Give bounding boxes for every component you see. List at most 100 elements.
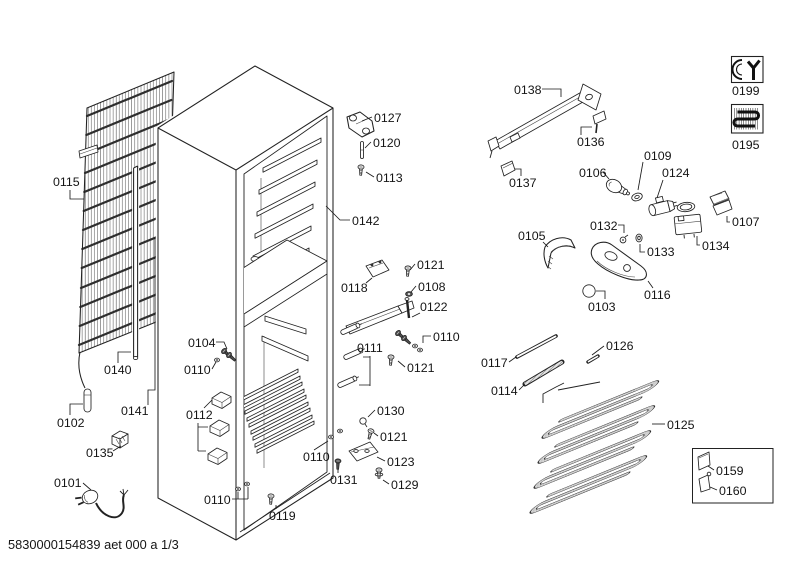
top-rail-0138 <box>487 83 602 159</box>
hinge-pin-0120 <box>360 141 364 159</box>
part-label-0118: 0118 <box>341 281 368 295</box>
knob-0103 <box>582 284 596 298</box>
part-number-labels: 0115014001410102013501010127012001130142… <box>53 83 760 523</box>
service-wrench-icon <box>731 59 761 80</box>
part-label-0113: 0113 <box>376 171 403 185</box>
part-label-0132: 0132 <box>590 219 618 233</box>
light-bulb-0106 <box>605 178 630 196</box>
suction-tube-0140 <box>132 165 140 361</box>
lamp-socket-0124 <box>648 195 678 217</box>
washer-0110 <box>412 343 418 349</box>
part-label-0134: 0134 <box>702 239 730 253</box>
screw-0131 <box>334 458 342 470</box>
part-label-0135: 0135 <box>86 446 114 460</box>
leader-lines <box>69 88 730 509</box>
compartment-divider <box>244 239 327 328</box>
part-label-0137: 0137 <box>509 176 537 190</box>
part-label-0109: 0109 <box>644 149 672 163</box>
part-label-0124: 0124 <box>662 166 690 180</box>
part-label-0115: 0115 <box>53 175 80 189</box>
part-label-0126: 0126 <box>606 339 634 353</box>
part-label-0129: 0129 <box>391 478 419 492</box>
plate-0137 <box>500 160 516 177</box>
part-label-0119: 0119 <box>269 509 296 523</box>
part-label-0195: 0195 <box>732 138 760 152</box>
terminal-block-0135 <box>111 430 129 449</box>
part-label-0101: 0101 <box>54 476 82 490</box>
label-plate-0159 <box>697 451 711 471</box>
rod-0114 <box>522 359 565 387</box>
washer-0110 <box>235 486 241 492</box>
washer-0110 <box>244 481 250 487</box>
part-label-0120: 0120 <box>373 136 401 150</box>
condenser-coil-0115 <box>77 71 175 354</box>
part-label-0110: 0110 <box>204 493 231 507</box>
part-label-0102: 0102 <box>57 416 85 430</box>
screw-0121 <box>404 265 412 277</box>
freezer-supports <box>261 315 309 362</box>
part-label-0112: 0112 <box>186 408 213 422</box>
screw-0121 <box>365 427 375 441</box>
switch-bracket-0118 <box>365 259 390 278</box>
part-label-0159: 0159 <box>716 464 744 478</box>
part-label-0141: 0141 <box>121 404 149 418</box>
part-label-0122: 0122 <box>420 300 448 314</box>
part-label-0116: 0116 <box>644 288 671 302</box>
screw-0113 <box>357 164 365 176</box>
bracket-0136 <box>592 110 607 134</box>
part-label-0131: 0131 <box>330 473 358 487</box>
washer-0110 <box>417 347 423 353</box>
part-label-0114: 0114 <box>491 384 518 398</box>
part-label-0110: 0110 <box>184 363 211 377</box>
hinge-plate-0123 <box>348 441 379 462</box>
heat-exchanger-coil-icon <box>732 108 761 130</box>
clip-0130 <box>359 417 368 428</box>
top-hinge-0127 <box>346 111 375 138</box>
washer-0110 <box>337 428 343 434</box>
part-label-0133: 0133 <box>647 245 675 259</box>
power-cord-0101 <box>75 488 129 519</box>
tube-0126 <box>586 354 600 364</box>
part-label-0103: 0103 <box>588 300 616 314</box>
part-label-0121: 0121 <box>380 430 408 444</box>
part-label-0136: 0136 <box>577 135 605 149</box>
evaporator-0125 <box>531 381 658 513</box>
label-plate-0160 <box>698 471 712 493</box>
document-number: 5830000154839 aet 000 a 1/3 <box>8 537 179 552</box>
part-label-0121: 0121 <box>407 361 435 375</box>
dryer-capillary-0102 <box>78 351 92 413</box>
condenser-bracket <box>78 144 99 159</box>
part-label-0111: 0111 <box>357 341 383 355</box>
part-label-0199: 0199 <box>732 84 760 98</box>
cabinet-body <box>155 63 336 543</box>
part-label-0110: 0110 <box>303 450 330 464</box>
labels-kit-box <box>692 448 774 504</box>
part-label-0108: 0108 <box>418 280 446 294</box>
part-label-0104: 0104 <box>188 336 216 350</box>
clip-0132 <box>619 234 629 244</box>
bolt-0129 <box>374 467 384 479</box>
part-label-0123: 0123 <box>387 455 415 469</box>
grommet-0108 <box>405 291 413 297</box>
washer-0110 <box>214 357 220 363</box>
part-label-0106: 0106 <box>579 166 607 180</box>
screw-0121 <box>387 354 395 366</box>
lamp-cover-0105 <box>543 237 576 270</box>
part-label-0117: 0117 <box>481 356 508 370</box>
part-label-0125: 0125 <box>667 418 695 432</box>
part-label-0110: 0110 <box>433 330 460 344</box>
part-label-0160: 0160 <box>719 484 747 498</box>
part-label-0121: 0121 <box>417 258 445 272</box>
thermostat-0134 <box>673 201 703 239</box>
cabinet-interior <box>244 137 327 468</box>
part-label-0127: 0127 <box>374 111 402 125</box>
washer-0110 <box>328 434 334 440</box>
lamp-housing-0116 <box>590 241 647 281</box>
part-label-0130: 0130 <box>377 404 405 418</box>
part-label-0105: 0105 <box>518 229 546 243</box>
part-label-0142: 0142 <box>352 214 380 228</box>
legend-service-box <box>730 55 764 84</box>
part-label-0138: 0138 <box>514 83 542 97</box>
